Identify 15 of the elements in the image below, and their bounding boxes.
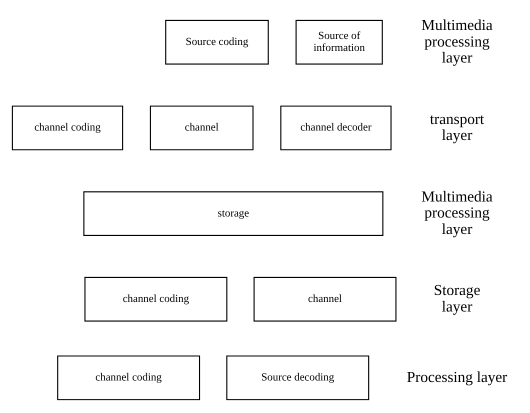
node-box: channel <box>150 106 254 150</box>
label: Multimedia processing layer <box>421 16 493 67</box>
node-box: channel coding <box>57 355 200 400</box>
node-box: storage <box>83 191 384 236</box>
label: Multimedia processing layer <box>421 188 493 238</box>
node-box: channel coding <box>84 276 228 322</box>
node-box: channel decoder <box>280 106 392 150</box>
node-box: channel coding <box>12 106 124 150</box>
node-box: Source decoding <box>226 355 370 400</box>
node-box: Source coding <box>165 20 269 65</box>
label: Processing layer <box>406 368 508 386</box>
node-box: Source of information <box>296 20 383 65</box>
label: Storage layer <box>434 282 480 316</box>
node-box: channel <box>254 276 396 322</box>
label: transport layer <box>430 110 484 144</box>
